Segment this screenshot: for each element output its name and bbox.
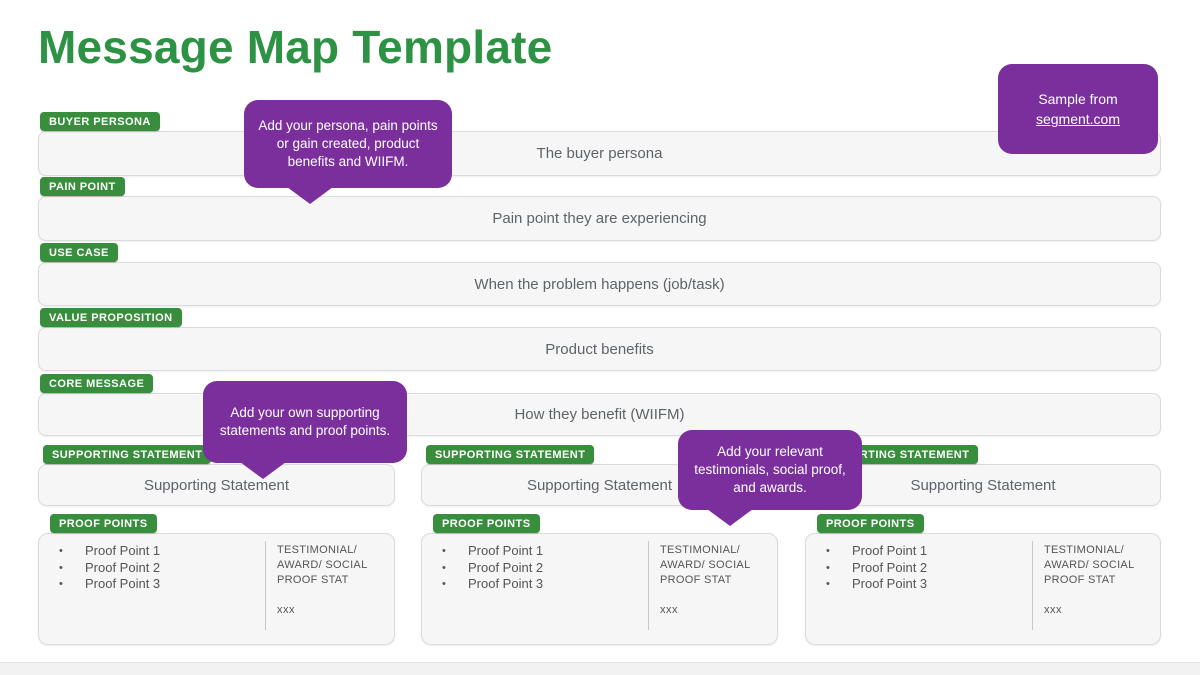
bullet-icon	[826, 543, 852, 560]
proof-point-item: Proof Point 2	[442, 560, 642, 577]
proof-point-item: Proof Point 3	[59, 576, 259, 593]
bullet-icon	[826, 576, 852, 593]
proof-point-item: Proof Point 3	[826, 576, 1026, 593]
row-label-buyer-persona: BUYER PERSONA	[40, 112, 160, 131]
row-content-value-proposition: Product benefits	[38, 327, 1161, 371]
row-content-pain-point: Pain point they are experiencing	[38, 196, 1161, 241]
proof-point-item: Proof Point 3	[442, 576, 642, 593]
callout-pointer	[707, 509, 753, 526]
testimonial-cell: TESTIMONIAL/ AWARD/ SOCIAL PROOF STAT xx…	[1033, 534, 1160, 644]
callout-supporting: Add your own supporting statements and p…	[203, 381, 407, 479]
proof-points-box: Proof Point 1 Proof Point 2 Proof Point …	[421, 533, 778, 645]
sample-source-prefix: Sample from	[1038, 90, 1118, 107]
row-label-pain-point: PAIN POINT	[40, 177, 125, 196]
proof-point-item: Proof Point 1	[59, 543, 259, 560]
vertical-divider	[1032, 541, 1033, 630]
bullet-icon	[59, 560, 85, 577]
supporting-statement-badge: SUPPORTING STATEMENT	[43, 445, 212, 464]
callout-persona: Add your persona, pain points or gain cr…	[244, 100, 452, 204]
bullet-icon	[442, 543, 468, 560]
bullet-icon	[442, 560, 468, 577]
testimonial-label: TESTIMONIAL/ AWARD/ SOCIAL PROOF STAT	[1044, 544, 1135, 586]
supporting-statement-badge: SUPPORTING STATEMENT	[426, 445, 595, 464]
proof-points-badge: PROOF POINTS	[433, 514, 540, 533]
page-title: Message Map Template	[38, 21, 553, 73]
proof-point-item: Proof Point 1	[826, 543, 1026, 560]
bullet-icon	[59, 543, 85, 560]
callout-text: Add your own supporting statements and p…	[219, 404, 391, 438]
testimonial-cell: TESTIMONIAL/ AWARD/ SOCIAL PROOF STAT xx…	[649, 534, 777, 644]
proof-point-item: Proof Point 2	[826, 560, 1026, 577]
testimonial-cell: TESTIMONIAL/ AWARD/ SOCIAL PROOF STAT xx…	[266, 534, 394, 644]
row-content-buyer-persona: The buyer persona	[38, 131, 1161, 176]
segment-link[interactable]: segment.com	[1035, 111, 1121, 127]
row-label-core-message: CORE MESSAGE	[40, 374, 154, 393]
vertical-divider	[648, 541, 649, 630]
proof-points-badge: PROOF POINTS	[817, 514, 924, 533]
proof-point-list: Proof Point 1 Proof Point 2 Proof Point …	[39, 534, 265, 644]
bullet-icon	[442, 576, 468, 593]
supporting-statement-box: Supporting Statement	[38, 464, 395, 506]
row-content-use-case: When the problem happens (job/task)	[38, 262, 1161, 306]
proof-points-badge: PROOF POINTS	[50, 514, 157, 533]
proof-points-box: Proof Point 1 Proof Point 2 Proof Point …	[805, 533, 1161, 645]
row-label-value-proposition: VALUE PROPOSITION	[40, 308, 182, 327]
proof-point-item: Proof Point 1	[442, 543, 642, 560]
bullet-icon	[826, 560, 852, 577]
stat-placeholder: xxx	[660, 604, 678, 616]
callout-testimonials: Add your relevant testimonials, social p…	[678, 430, 862, 526]
proof-point-list: Proof Point 1 Proof Point 2 Proof Point …	[422, 534, 648, 644]
bottom-strip	[0, 662, 1200, 675]
bullet-icon	[59, 576, 85, 593]
proof-point-list: Proof Point 1 Proof Point 2 Proof Point …	[806, 534, 1032, 644]
sample-source-note: Sample from segment.com	[998, 64, 1158, 154]
vertical-divider	[265, 541, 266, 630]
stat-placeholder: xxx	[1044, 604, 1062, 616]
row-label-use-case: USE CASE	[40, 243, 118, 262]
proof-points-box: Proof Point 1 Proof Point 2 Proof Point …	[38, 533, 395, 645]
testimonial-label: TESTIMONIAL/ AWARD/ SOCIAL PROOF STAT	[660, 544, 751, 586]
supporting-statement-box: Supporting Statement	[805, 464, 1161, 506]
callout-text: Add your relevant testimonials, social p…	[694, 443, 846, 496]
proof-point-item: Proof Point 2	[59, 560, 259, 577]
stat-placeholder: xxx	[277, 604, 295, 616]
testimonial-label: TESTIMONIAL/ AWARD/ SOCIAL PROOF STAT	[277, 544, 368, 586]
callout-text: Add your persona, pain points or gain cr…	[258, 117, 438, 170]
